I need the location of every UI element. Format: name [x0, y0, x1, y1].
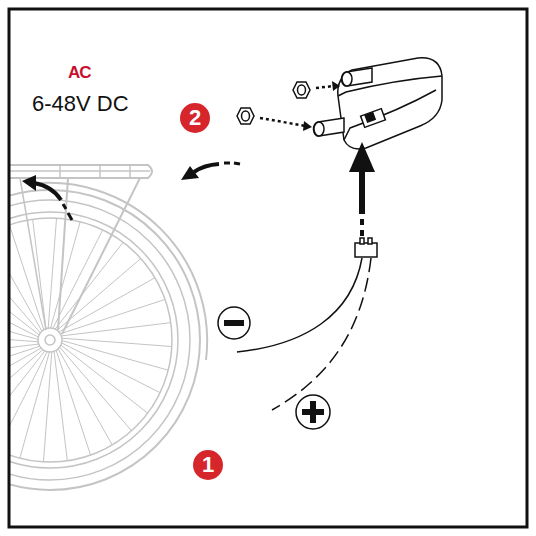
bicycle-wheel [10, 165, 207, 490]
minus-symbol [218, 307, 250, 339]
bolts [313, 68, 372, 136]
nut-arrow-head [303, 121, 312, 131]
connector-plug [355, 238, 377, 257]
mount-arrow [22, 175, 72, 220]
light-housing [338, 58, 442, 149]
nuts [237, 82, 310, 124]
callout-number: 2 [180, 103, 210, 133]
callout-text: 2 [189, 107, 201, 129]
positive-wire [272, 258, 371, 410]
voltage-label: 6-48V DC [32, 92, 129, 116]
frame-border [9, 9, 527, 527]
callout-number: 1 [193, 450, 223, 480]
insert-arrow [349, 142, 375, 236]
plus-symbol [296, 395, 330, 429]
negative-wire [237, 258, 362, 352]
nut-arrow-head [332, 81, 340, 91]
brand-logo: AC [68, 64, 91, 83]
direction-arrow [181, 163, 240, 180]
nut-arrows [260, 86, 334, 126]
callout-text: 1 [202, 454, 214, 476]
